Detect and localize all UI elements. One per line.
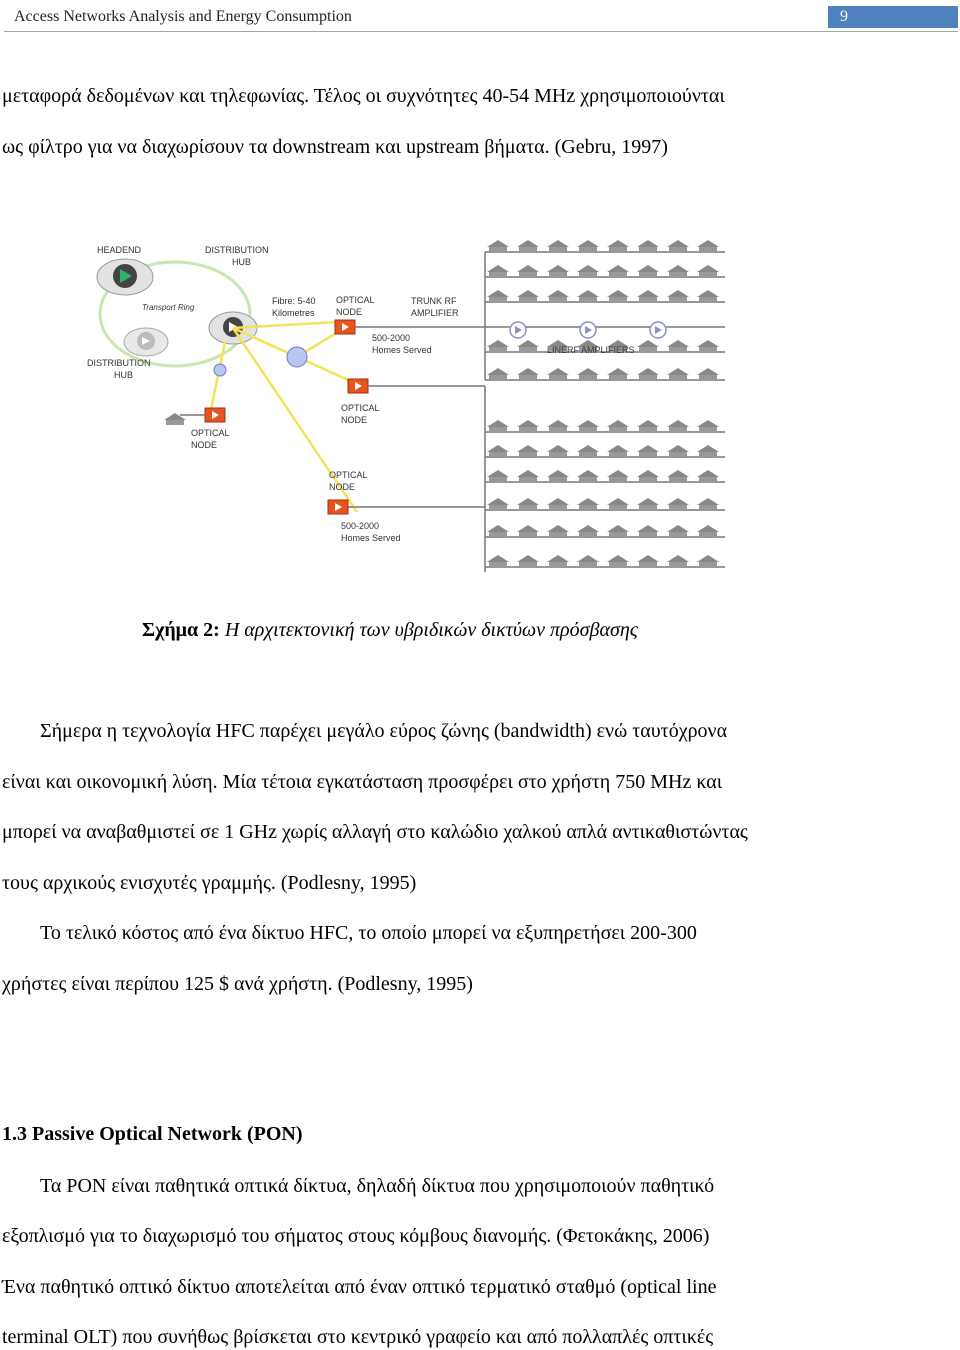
paragraph-4-line-1: Τα PON είναι παθητικά οπτικά δίκτυα, δηλ… — [40, 1175, 715, 1197]
page-number-badge: 9 — [828, 6, 958, 28]
label-headend: HEADEND — [97, 245, 142, 255]
label-homes-count: 500-2000 — [341, 521, 379, 531]
paragraph-3-line-1: Το τελικό κόστος από ένα δίκτυο HFC, το … — [40, 922, 697, 944]
paragraph-3-line-2: χρήστες είναι περίπου 125 $ ανά χρήστη. … — [2, 973, 473, 995]
label-trunk-amplifier: AMPLIFIER — [411, 308, 459, 318]
coax-lines — [180, 251, 725, 572]
paragraph-2-line-3: μπορεί να αναβαθμιστεί σε 1 GHz χωρίς αλ… — [2, 821, 748, 843]
label-line-amplifiers: LINERF AMPLIFIERS — [547, 345, 635, 355]
label-node: NODE — [336, 307, 362, 317]
figure-caption-label: Σχήμα 2: — [142, 619, 220, 641]
label-homes-count: 500-2000 — [372, 333, 410, 343]
label-distribution: DISTRIBUTION — [205, 245, 269, 255]
distribution-hub-icon — [123, 327, 169, 357]
label-optical: OPTICAL — [329, 470, 368, 480]
fibre-links — [208, 320, 359, 513]
label-node: NODE — [341, 415, 367, 425]
label-transport-ring: Transport Ring — [142, 303, 195, 312]
paragraph-2-line-4: τους αρχικούς ενισχυτές γραμμής. (Podles… — [2, 872, 417, 894]
splitter-icon — [286, 346, 308, 368]
splitter-icon — [213, 363, 227, 377]
label-distribution: DISTRIBUTION — [87, 358, 151, 368]
paragraph-5-line-1: Ένα παθητικό οπτικό δίκτυο αποτελείται α… — [2, 1276, 717, 1298]
label-optical: OPTICAL — [341, 403, 380, 413]
label-optical: OPTICAL — [336, 295, 375, 305]
paragraph-1-line-2: ως φίλτρο για να διαχωρίσουν τα downstre… — [2, 136, 668, 158]
headend-icon — [96, 258, 154, 296]
figure-caption-text: Η αρχιτεκτονική των υβριδικών δικτύων πρ… — [224, 619, 638, 641]
section-heading: 1.3 Passive Optical Network (PON) — [2, 1123, 303, 1145]
label-trunk-rf: TRUNK RF — [411, 296, 457, 306]
paragraph-4-line-2: εξοπλισμό για το διαχωρισμό του σήματος … — [2, 1225, 710, 1247]
figure-caption: Σχήμα 2: Η αρχιτεκτονική των υβριδικών δ… — [142, 619, 638, 642]
label-homes-served: Homes Served — [341, 533, 401, 543]
label-fibre-unit: Kilometres — [272, 308, 315, 318]
label-fibre-range: Fibre: 5-40 — [272, 296, 316, 306]
label-homes-served: Homes Served — [372, 345, 432, 355]
transport-ring — [98, 260, 252, 368]
label-hub: HUB — [114, 370, 133, 380]
paragraph-1-line-1: μεταφορά δεδομένων και τηλεφωνίας. Τέλος… — [2, 85, 725, 107]
homes-grid — [164, 240, 719, 567]
page-header-title: Access Networks Analysis and Energy Cons… — [14, 8, 352, 25]
label-optical: OPTICAL — [191, 428, 230, 438]
header-rule — [4, 31, 958, 32]
label-node: NODE — [329, 482, 355, 492]
paragraph-5-line-2: terminal OLT) που συνήθως βρίσκεται στο … — [2, 1326, 714, 1348]
label-hub: HUB — [232, 257, 251, 267]
paragraph-2-line-2: είναι και οικονομική λύση. Μία τέτοια εγ… — [2, 771, 723, 793]
paragraph-2-line-1: Σήμερα η τεχνολογία HFC παρέχει μεγάλο ε… — [40, 720, 728, 742]
hfc-architecture-diagram: HEADEND DISTRIBUTION HUB Transport Ring … — [87, 240, 725, 572]
label-node: NODE — [191, 440, 217, 450]
